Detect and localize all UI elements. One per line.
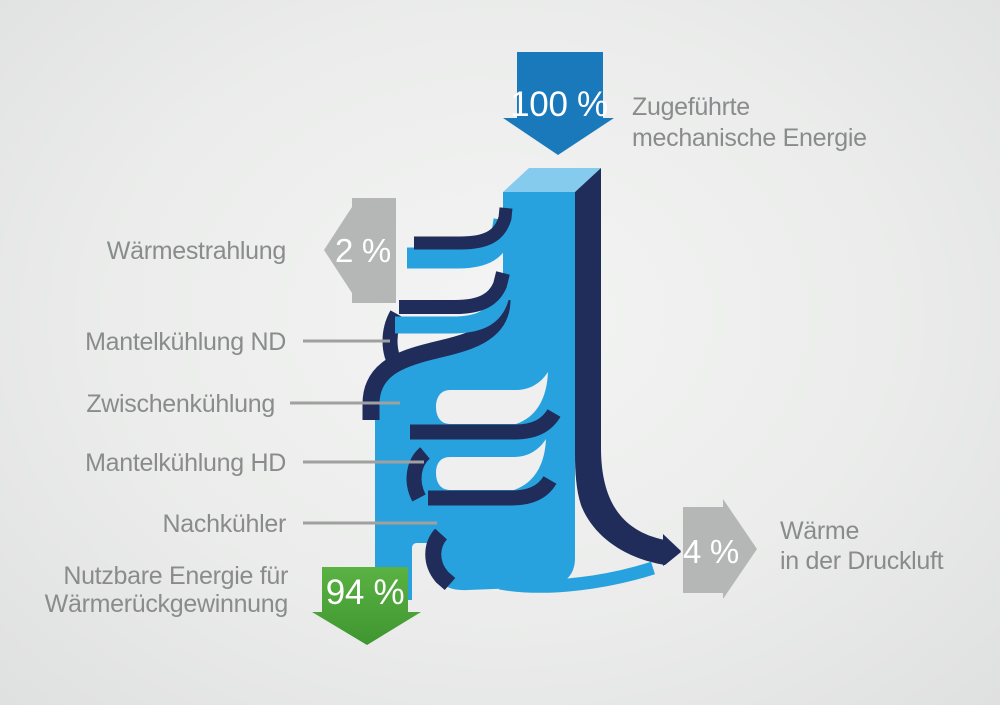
heat-radiation-value: 2 % [335,232,391,269]
heat-radiation-arrow [324,198,396,303]
recoverable-value: 94 % [326,573,405,612]
nd-ribbon-top [399,271,510,314]
braid-band-1 [410,408,561,440]
input-arrow-value: 100 % [510,85,608,124]
label-nachkuehler: Nachkühler [163,510,286,538]
column-top-face [503,168,601,192]
braid-gap-1 [436,372,548,424]
label-waermestrahlung: Wärmestrahlung [107,237,286,265]
compressed-air-arrow [683,499,757,599]
label-recoverable-line2: Wärmerückgewinnung [45,590,288,618]
column-side-face [575,168,681,565]
nd-ribbon-face [395,287,512,334]
label-zwischenkuehlung: Zwischenkühlung [86,390,275,418]
swoosh-top-surface [362,299,511,420]
label-mantelkuehlung-hd: Mantelkühlung HD [85,449,286,477]
right-branch-tip [663,534,681,566]
braid-gap-2 [436,439,546,490]
label-compressed-air-line1: Wärme [780,517,859,545]
input-arrow [503,52,614,155]
nachkuehler-curl [425,528,456,591]
heat-radiation-ribbon-top [414,207,513,250]
label-recoverable-line1: Nutzbare Energie für [63,562,288,590]
compressed-air-value: 4 % [683,533,739,570]
recoverable-arrow [312,567,421,645]
label-input-line2: mechanische Energie [632,124,867,152]
hd-curl [406,447,431,502]
label-compressed-air-line2: in der Druckluft [780,547,944,575]
braid-band-2 [428,475,557,506]
label-input-line1: Zugeführte [632,93,750,121]
label-mantelkuehlung-nd: Mantelkühlung ND [85,328,286,356]
